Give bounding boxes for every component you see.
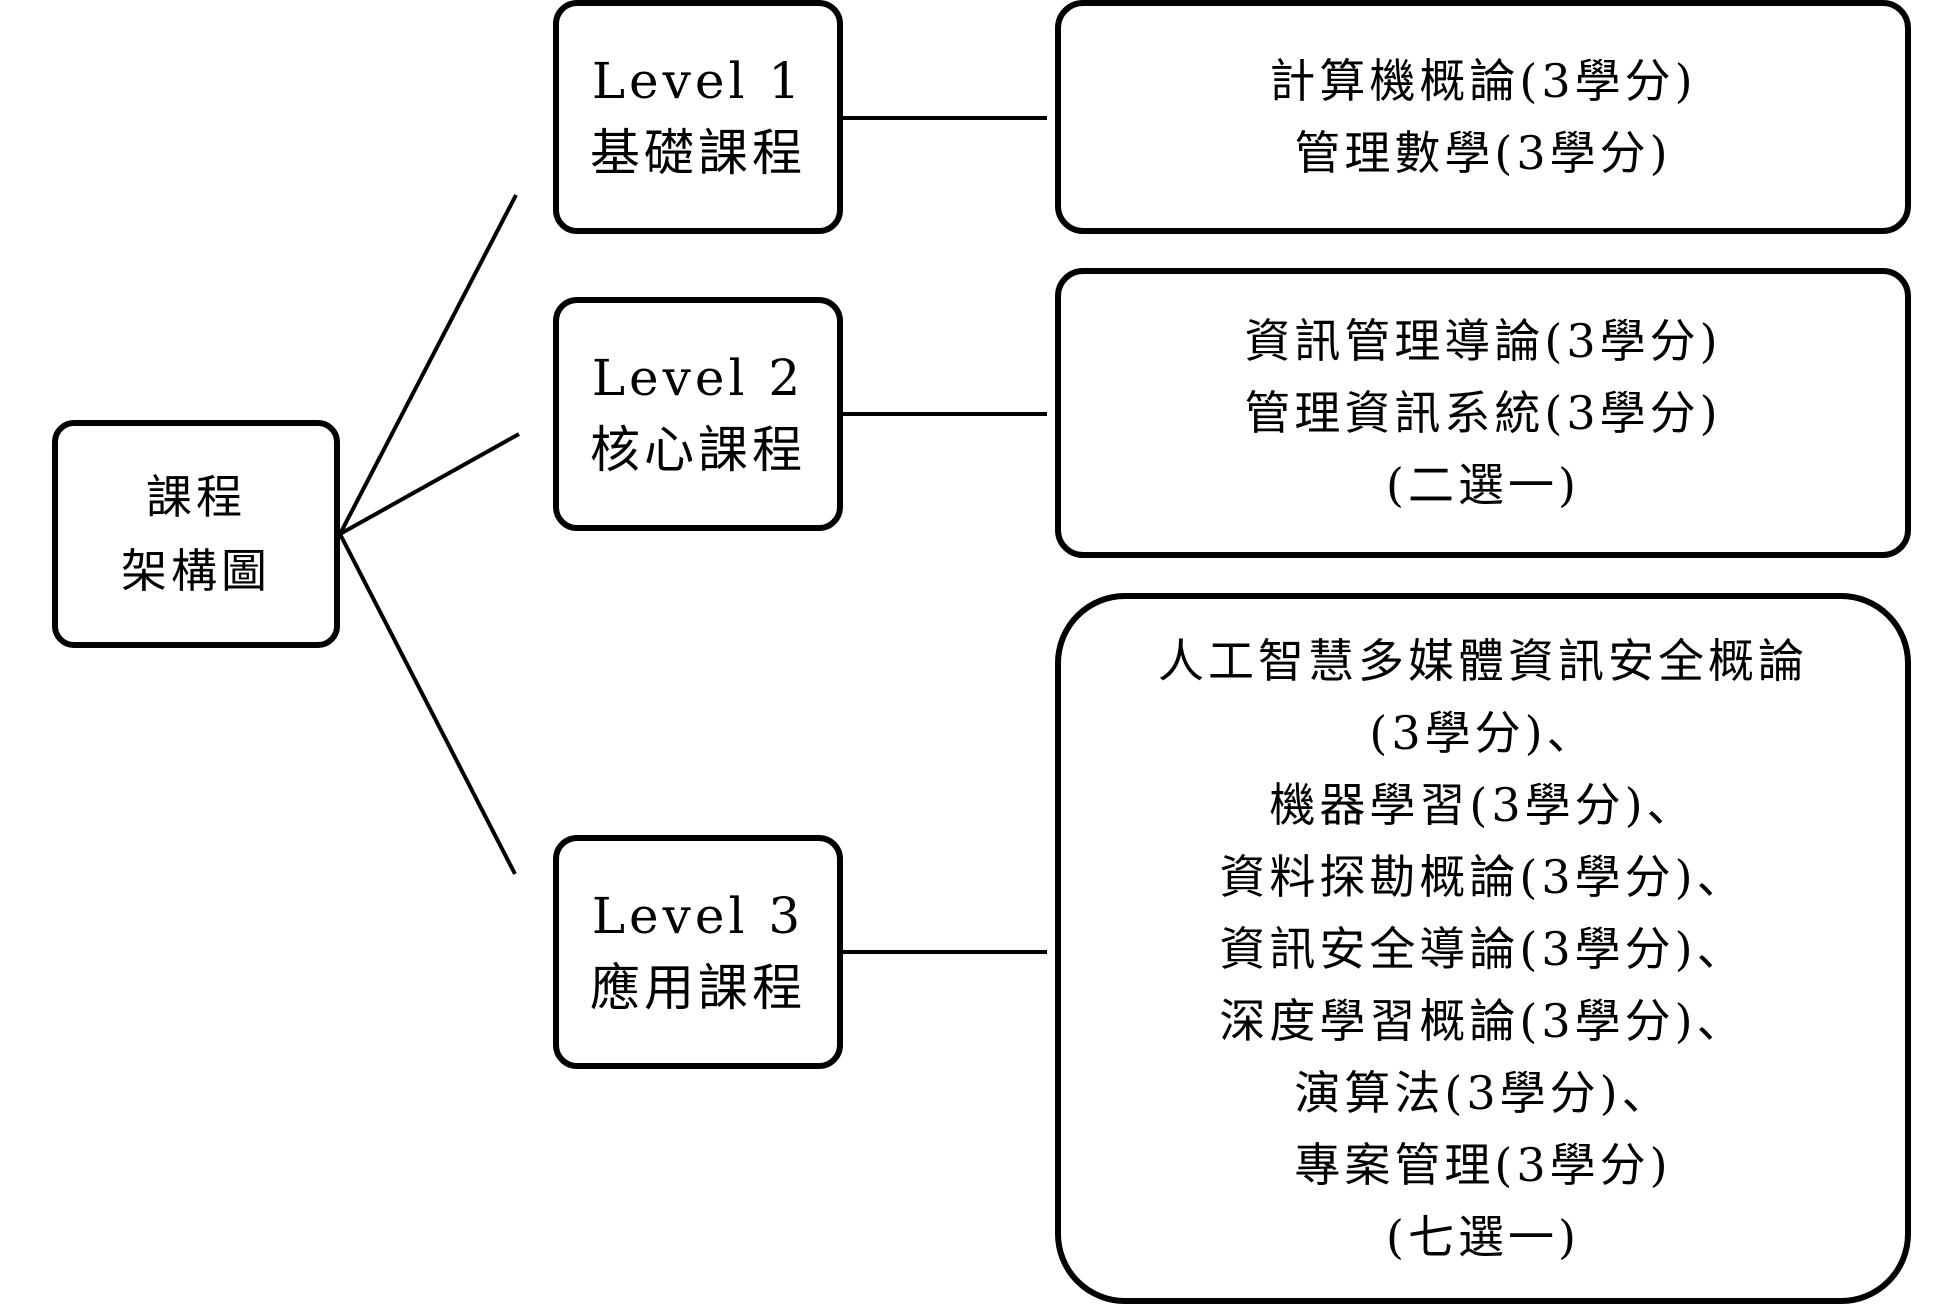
- connector-root-level-2: [339, 432, 520, 536]
- course-selection-note: (二選一): [1386, 458, 1580, 512]
- course-item: 人工智慧多媒體資訊安全概論: [1158, 633, 1808, 688]
- level-1-name: Level 1: [591, 52, 805, 110]
- course-item: 計算機概論(3學分): [1269, 54, 1697, 108]
- level-2-subtitle: 核心課程: [590, 421, 806, 479]
- course-item: 資訊安全導論(3學分)、: [1219, 921, 1747, 976]
- course-item: 深度學習概論(3學分)、: [1219, 993, 1747, 1048]
- connector-root-level-1: [338, 194, 518, 535]
- level-3-subtitle: 應用課程: [590, 959, 806, 1017]
- level-1-node: Level 1 基礎課程: [553, 0, 843, 234]
- course-item: 資料探勘概論(3學分)、: [1219, 849, 1747, 904]
- root-node-course-structure: 課程 架構圖: [52, 420, 340, 648]
- level-2-course-list: 資訊管理導論(3學分) 管理資訊系統(3學分) (二選一): [1055, 268, 1911, 558]
- level-3-name: Level 3: [591, 887, 805, 945]
- level-1-course-list: 計算機概論(3學分) 管理數學(3學分): [1055, 0, 1911, 234]
- course-item: 機器學習(3學分)、: [1269, 777, 1697, 832]
- course-item: 管理資訊系統(3學分): [1244, 386, 1722, 440]
- root-label-line-2: 架構圖: [121, 544, 271, 598]
- level-3-node: Level 3 應用課程: [553, 835, 843, 1069]
- course-selection-note: (七選一): [1386, 1209, 1580, 1264]
- course-item: 資訊管理導論(3學分): [1244, 314, 1722, 368]
- course-item: 管理數學(3學分): [1294, 126, 1672, 180]
- level-1-subtitle: 基礎課程: [590, 124, 806, 182]
- level-2-name: Level 2: [591, 349, 805, 407]
- course-item: 演算法(3學分)、: [1294, 1065, 1672, 1120]
- level-3-course-list: 人工智慧多媒體資訊安全概論 (3學分)、 機器學習(3學分)、 資料探勘概論(3…: [1055, 593, 1911, 1304]
- course-item: 專案管理(3學分): [1294, 1137, 1672, 1192]
- connector-root-level-3: [338, 533, 517, 875]
- root-label-line-1: 課程: [146, 470, 246, 524]
- level-2-node: Level 2 核心課程: [553, 297, 843, 531]
- course-item: (3學分)、: [1369, 705, 1597, 760]
